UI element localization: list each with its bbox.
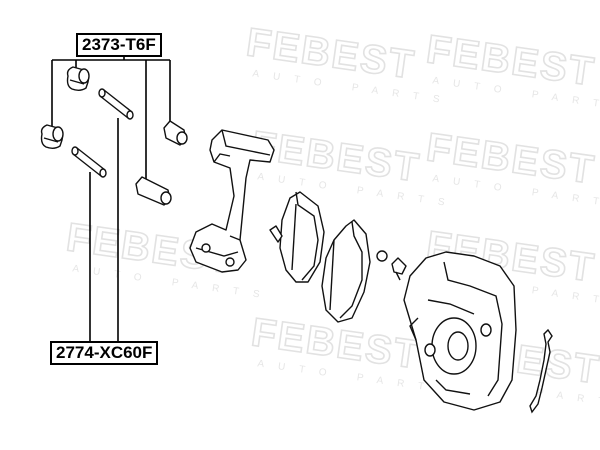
bleeder-screw (391, 257, 407, 281)
caliper-bracket (189, 129, 275, 273)
part-number-label-bottom: 2774-XC60F (50, 341, 159, 365)
dust-boot-upper (66, 66, 90, 91)
guide-pin-upper (98, 88, 134, 120)
guide-sleeve-upper (163, 120, 188, 146)
part-number-label-top: 2373-T6F (76, 33, 162, 57)
bleeder-cap (376, 250, 388, 262)
dust-boot-lower (40, 124, 64, 149)
spring-clip (529, 328, 553, 414)
guide-sleeve-lower (135, 176, 172, 206)
leader-lines (51, 53, 171, 342)
caliper-housing (403, 251, 517, 411)
watermark-5: FEBEST AUTO PARTS (63, 215, 274, 303)
brake-pad-inner (269, 191, 325, 283)
brake-pad-outer (321, 219, 371, 323)
guide-pin-lower (71, 146, 107, 178)
